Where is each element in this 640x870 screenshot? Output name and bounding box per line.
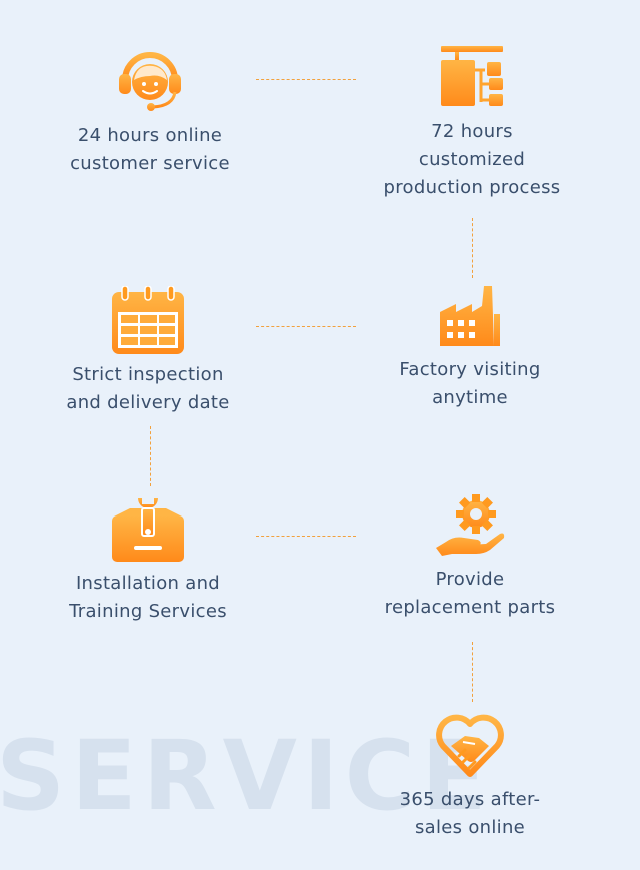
service-label: Provide replacement parts (384, 569, 556, 618)
connector-line (472, 642, 473, 702)
service-label: Strict inspection and delivery date (66, 364, 230, 413)
service-watermark: SERVICE (0, 720, 493, 832)
connector-line (256, 326, 356, 327)
calendar-icon (112, 286, 184, 354)
handshake-heart-icon (436, 714, 504, 777)
toolbox-wrench-icon (112, 498, 184, 562)
service-item-inspection-delivery: Strict inspection and delivery date (28, 286, 268, 417)
service-label: Installation and Training Services (69, 573, 227, 622)
service-item-customized-production: 72 hours customized production process (352, 44, 592, 202)
connector-line (256, 79, 356, 80)
service-item-replacement-parts: Provide replacement parts (350, 492, 590, 622)
flowchart-icon (441, 46, 503, 106)
service-label: 72 hours customized production process (383, 121, 561, 198)
service-label: Factory visiting anytime (399, 359, 541, 408)
service-label: 24 hours online customer service (70, 125, 230, 174)
hand-gear-icon (436, 494, 505, 556)
service-item-factory-visiting: Factory visiting anytime (350, 284, 590, 412)
connector-line (256, 536, 356, 537)
service-label: 365 days after- sales online (399, 789, 541, 838)
headset-agent-icon (119, 52, 181, 111)
service-item-after-sales: 365 days after- sales online (350, 712, 590, 842)
service-item-installation-training: Installation and Training Services (28, 494, 268, 626)
connector-line (472, 218, 473, 278)
factory-icon (440, 286, 500, 346)
connector-line (150, 426, 151, 486)
service-item-online-customer-service: 24 hours online customer service (30, 44, 270, 178)
